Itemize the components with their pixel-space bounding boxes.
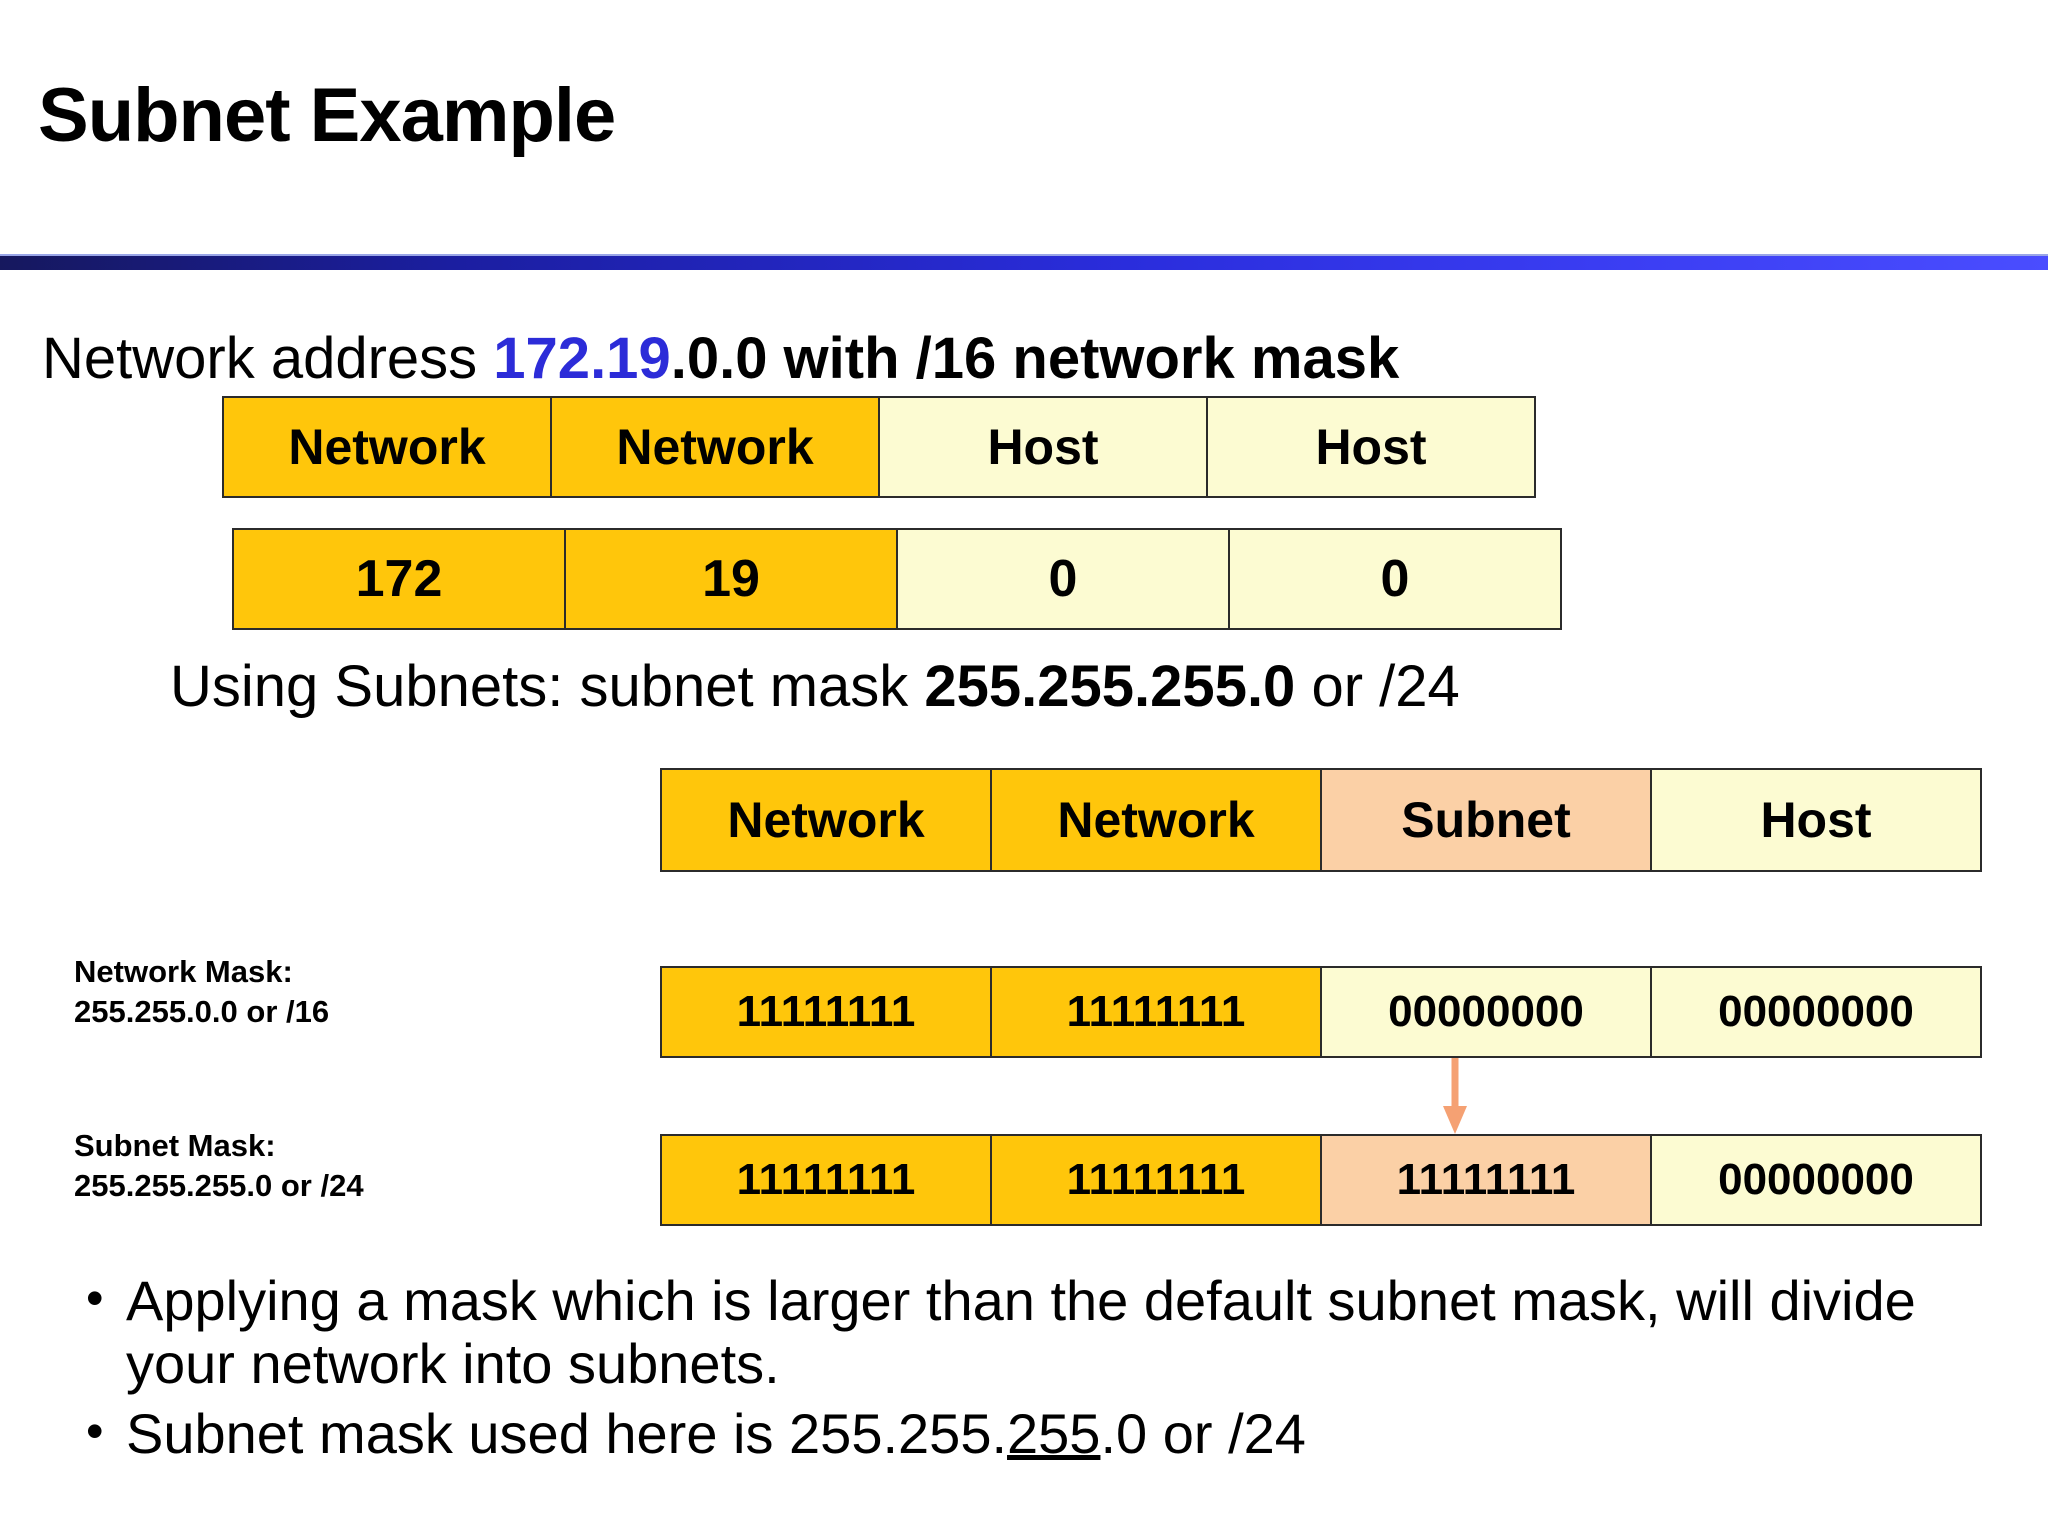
bullet-text-2-underlined: 255 — [1007, 1402, 1101, 1466]
using-subnets-line: Using Subnets: subnet mask 255.255.255.0… — [170, 658, 1460, 716]
subnet-header-cell-3: Subnet — [1320, 768, 1652, 872]
using-subnets-emphasis: 255.255.255.0 — [924, 654, 1296, 719]
network-mask-binary-cell-4: 00000000 — [1650, 966, 1982, 1058]
subnet-mask-binary-cell-4: 00000000 — [1650, 1134, 1982, 1226]
using-subnets-prefix: Using Subnets: subnet mask — [170, 654, 925, 719]
network-mask-label-line2: 255.255.0.0 or /16 — [74, 993, 330, 1029]
subnet-mask-binary-row: 11111111 11111111 11111111 00000000 — [660, 1134, 1982, 1226]
subnet-mask-label-line1: Subnet Mask: — [74, 1128, 276, 1163]
subnet-mask-binary-cell-1: 11111111 — [660, 1134, 992, 1226]
network-mask-binary-cell-1: 11111111 — [660, 966, 992, 1058]
octet-value-cell-4: 0 — [1228, 528, 1562, 630]
network-address-suffix: .0.0 with /16 network mask — [670, 326, 1400, 391]
subnet-mask-binary-cell-2: 11111111 — [990, 1134, 1322, 1226]
down-arrow-icon — [1443, 1058, 1467, 1134]
list-item: • Applying a mask which is larger than t… — [80, 1269, 2010, 1395]
subnet-header-row: Network Network Subnet Host — [660, 768, 1982, 872]
bullet-list: • Applying a mask which is larger than t… — [80, 1269, 2010, 1474]
subnet-header-cell-1: Network — [660, 768, 992, 872]
network-address-prefix: Network address — [42, 326, 494, 391]
octet-header-cell-1: Network — [222, 396, 552, 498]
using-subnets-suffix: or /24 — [1295, 654, 1460, 719]
subnet-mask-binary-cell-3: 11111111 — [1320, 1134, 1652, 1226]
bullet-marker-icon: • — [86, 1403, 104, 1460]
network-mask-label: Network Mask: 255.255.0.0 or /16 — [74, 952, 329, 1031]
bullet-text-2-post: .0 or /24 — [1100, 1402, 1306, 1466]
network-mask-label-line1: Network Mask: — [74, 954, 293, 989]
page-title: Subnet Example — [38, 73, 616, 158]
list-item: • Subnet mask used here is 255.255.255.0… — [80, 1403, 2010, 1466]
octet-header-cell-3: Host — [878, 396, 1208, 498]
octet-value-cell-2: 19 — [564, 528, 898, 630]
bullet-marker-icon: • — [86, 1270, 104, 1326]
network-mask-binary-cell-2: 11111111 — [990, 966, 1322, 1058]
network-mask-binary-row: 11111111 11111111 00000000 00000000 — [660, 966, 1982, 1058]
network-address-line: Network address 172.19.0.0 with /16 netw… — [42, 330, 1399, 388]
octet-header-cell-4: Host — [1206, 396, 1536, 498]
octet-header-row: Network Network Host Host — [222, 396, 1536, 498]
bullet-text-2-pre: Subnet mask used here is 255.255. — [126, 1402, 1008, 1466]
title-divider-rule — [0, 254, 2048, 270]
bullet-text-1: Applying a mask which is larger than the… — [126, 1269, 1916, 1395]
octet-value-cell-1: 172 — [232, 528, 566, 630]
subnet-mask-label-line2: 255.255.255.0 or /24 — [74, 1167, 364, 1203]
subnet-mask-label: Subnet Mask: 255.255.255.0 or /24 — [74, 1126, 364, 1205]
octet-value-cell-3: 0 — [896, 528, 1230, 630]
bullet-text-2: Subnet mask used here is 255.255.255.0 o… — [126, 1403, 1306, 1466]
network-mask-binary-cell-3: 00000000 — [1320, 966, 1652, 1058]
octet-value-row: 172 19 0 0 — [232, 528, 1562, 630]
subnet-header-cell-4: Host — [1650, 768, 1982, 872]
subnet-header-cell-2: Network — [990, 768, 1322, 872]
network-address-highlight: 172.19 — [493, 326, 671, 391]
octet-header-cell-2: Network — [550, 396, 880, 498]
